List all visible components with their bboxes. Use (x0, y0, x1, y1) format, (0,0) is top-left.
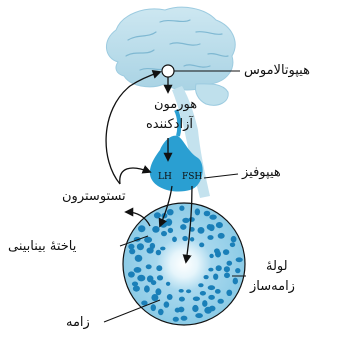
tubule-cell-dot (209, 224, 215, 231)
tubule-cell-dot (144, 237, 152, 243)
label-testosterone: تستوسترون (62, 188, 126, 205)
tubule-cell-dot (138, 225, 145, 232)
label-pituitary: هیپوفیز (242, 164, 281, 181)
label-fsh: FSH (182, 172, 202, 182)
tubule-cell-dot (200, 291, 206, 296)
tubule-cell-dot (198, 227, 205, 234)
tubule-cell-dot (137, 243, 144, 250)
tubule-cell-dot (172, 237, 177, 243)
label-tubule-line2: زامه‌ساز (250, 278, 295, 295)
tubule-cell-dot (207, 235, 213, 240)
label-sperm: زامه (66, 314, 90, 331)
tubule-cell-dot (179, 297, 185, 302)
tubule-cell-dot (181, 316, 188, 321)
tubule-cell-dot (160, 247, 165, 251)
label-lh: LH (158, 172, 172, 182)
tubule-cell-dot (166, 282, 170, 286)
tubule-cell-dot (156, 250, 161, 256)
tubule-cell-dot (215, 251, 221, 258)
tubule-cell-dot (173, 317, 179, 322)
tubule-cell-dot (202, 300, 207, 307)
tubule-cell-dot (179, 206, 184, 211)
tubule-cell-dot (193, 297, 200, 302)
tubule-cell-dot (195, 208, 200, 215)
tubule-cell-dot (137, 275, 145, 282)
tubule-cell-dot (218, 233, 225, 239)
tubule-cell-dot (216, 222, 223, 228)
tubule-cell-dot (179, 289, 184, 293)
tubule-cell-dot (164, 301, 170, 307)
tubule-cell-dot (155, 288, 161, 295)
tubule-cell-dot (152, 226, 159, 233)
hypothalamus-marker-icon (162, 65, 174, 77)
tubule-cell-dot (157, 275, 163, 280)
label-tubule-line1: لولهٔ (266, 258, 288, 275)
tubule-cell-dot (230, 243, 235, 248)
tubule-cell-dot (199, 243, 204, 248)
tubule-cell-dot (133, 286, 140, 292)
pituitary-pointer-line (204, 174, 238, 178)
tubule-cell-dot (233, 278, 238, 285)
tubule-cell-dot (134, 267, 142, 273)
tubule-cell-dot (128, 271, 135, 277)
tubule-cell-dot (226, 290, 232, 296)
tubule-cell-dot (208, 285, 215, 290)
tubule-cell-dot (128, 244, 134, 250)
tubule-cell-dot (182, 236, 188, 241)
tubule-cell-dot (224, 273, 230, 279)
tubule-cell-dot (190, 237, 194, 241)
tubule-cell-dot (151, 304, 156, 311)
tubule-cell-dot (236, 257, 243, 262)
label-releasing-hormone-line1: هورمون (154, 96, 197, 113)
arrow-feedback-pituitary (120, 168, 150, 184)
tubule-cell-dot (204, 307, 212, 314)
tubule-cell-dot (175, 308, 181, 313)
tubule-cell-dot (167, 209, 174, 215)
tubule-cell-dot (208, 268, 213, 272)
label-hypothalamus: هیپوتالاموس (244, 62, 310, 79)
tubule-cell-dot (151, 294, 158, 301)
tubule-cell-dot (213, 274, 218, 280)
tubule-cell-dot (132, 282, 138, 287)
tubule-cell-dot (186, 289, 191, 293)
tubule-cell-dot (204, 275, 209, 279)
tubule-cell-dot (147, 275, 154, 282)
tubule-cell-dot (231, 236, 237, 243)
tubule-cell-dot (227, 261, 233, 266)
tubule-cell-dot (180, 224, 186, 230)
label-releasing-hormone-line2: آزادکننده (146, 116, 193, 133)
tubule-cell-dot (218, 299, 224, 304)
tubule-cell-dot (192, 305, 198, 312)
tubule-cell-dot (167, 294, 173, 300)
tubule-cell-dot (224, 266, 230, 272)
tubule-cell-dot (189, 217, 195, 222)
tubule-cell-dot (182, 218, 189, 223)
tubule-cell-dot (156, 265, 162, 271)
tubule-cell-dot (204, 211, 211, 217)
tubule-cell-dot (235, 268, 240, 273)
tubule-cell-dot (209, 254, 213, 258)
tubule-cell-dot (150, 243, 155, 249)
tubule-cell-dot (195, 313, 203, 318)
tubule-cell-dot (161, 231, 167, 236)
tubule-cell-dot (168, 228, 173, 233)
tubule-cell-dot (216, 265, 222, 271)
label-interstitial-cell: یاختهٔ بینابینی (8, 238, 76, 255)
tubule-cell-dot (215, 289, 221, 294)
seminiferous-tubule-cross-section (123, 203, 245, 325)
tubule-cell-dot (223, 249, 229, 255)
tubule-cell-dot (129, 249, 135, 255)
tubule-cell-dot (198, 283, 203, 287)
tubule-cell-dot (154, 212, 161, 218)
tubule-cell-dot (135, 255, 143, 262)
tubule-cell-dot (209, 215, 216, 220)
tubule-cell-dot (165, 219, 172, 226)
tubule-cell-dot (144, 285, 150, 292)
tubule-cell-dot (146, 264, 152, 269)
tubule-cell-dot (208, 295, 215, 300)
tubule-cell-dot (158, 309, 164, 315)
